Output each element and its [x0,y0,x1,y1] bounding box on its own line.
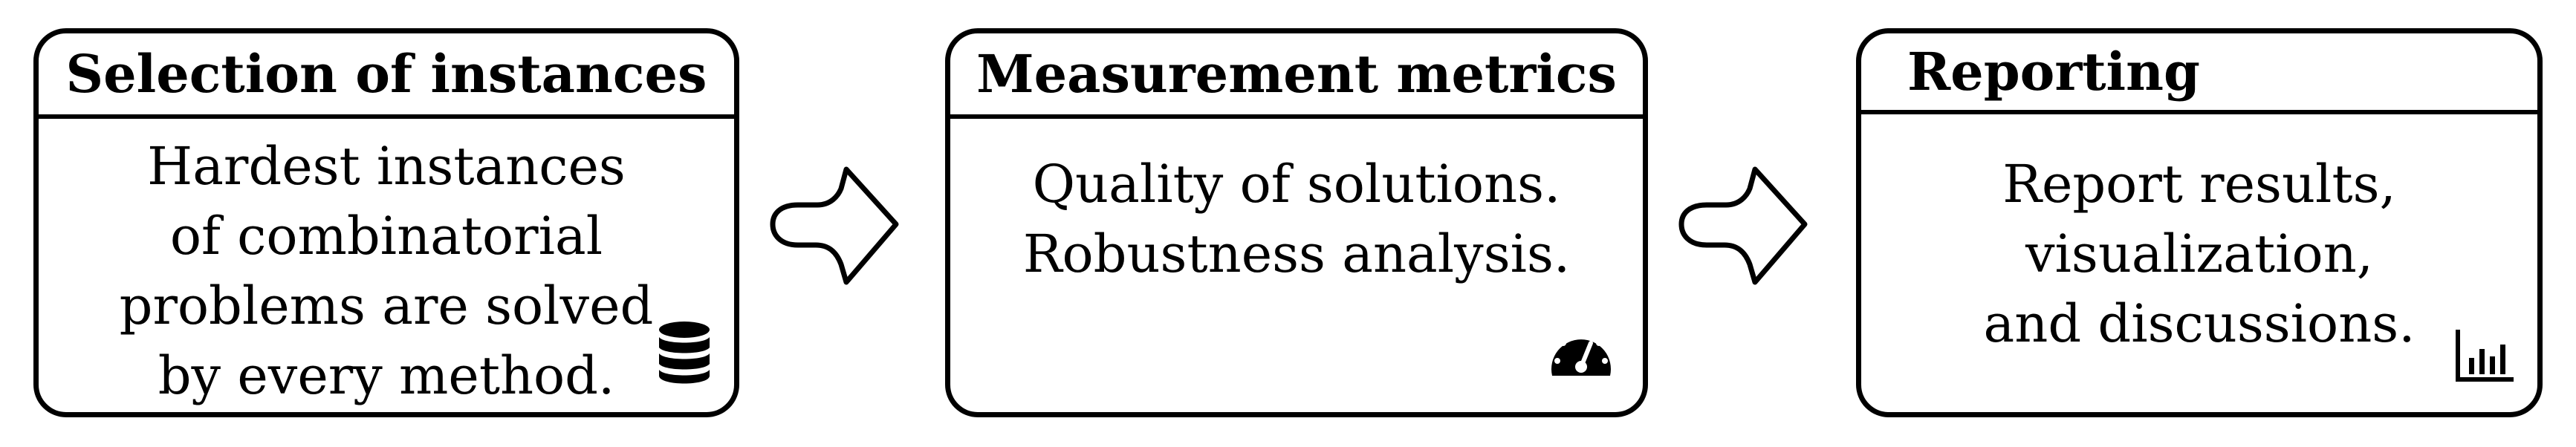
stage-title-selection: Selection of instances [39,33,734,119]
bar-chart-icon [2456,330,2514,382]
description-line: problems are solved [119,275,654,336]
stage-description-selection: Hardest instances of combinatorial probl… [39,131,734,411]
description-line: by every method. [158,345,615,406]
description-line: Quality of solutions. [1032,154,1561,215]
description-line: Robustness analysis. [1022,224,1571,284]
stage-title-measurement: Measurement metrics [950,33,1643,119]
arrow-right-icon [1678,166,1808,285]
stage-description-measurement: Quality of solutions. Robustness analysi… [950,149,1643,289]
stage-description-reporting: Report results, visualization, and discu… [1861,149,2537,359]
stage-box-reporting: Reporting Report results, visualization,… [1856,28,2543,417]
description-line: of combinatorial [169,206,603,267]
arrow-right-icon [770,166,899,285]
speedometer-icon [1551,332,1611,376]
database-icon [659,322,710,384]
description-line: visualization, [2025,224,2374,284]
stage-box-measurement: Measurement metrics Quality of solutions… [945,28,1648,417]
stage-box-selection: Selection of instances Hardest instances… [33,28,739,417]
description-line: and discussions. [1983,293,2416,354]
stage-title-reporting: Reporting [1861,33,2537,114]
description-line: Hardest instances [147,136,626,197]
description-line: Report results, [2002,154,2396,215]
